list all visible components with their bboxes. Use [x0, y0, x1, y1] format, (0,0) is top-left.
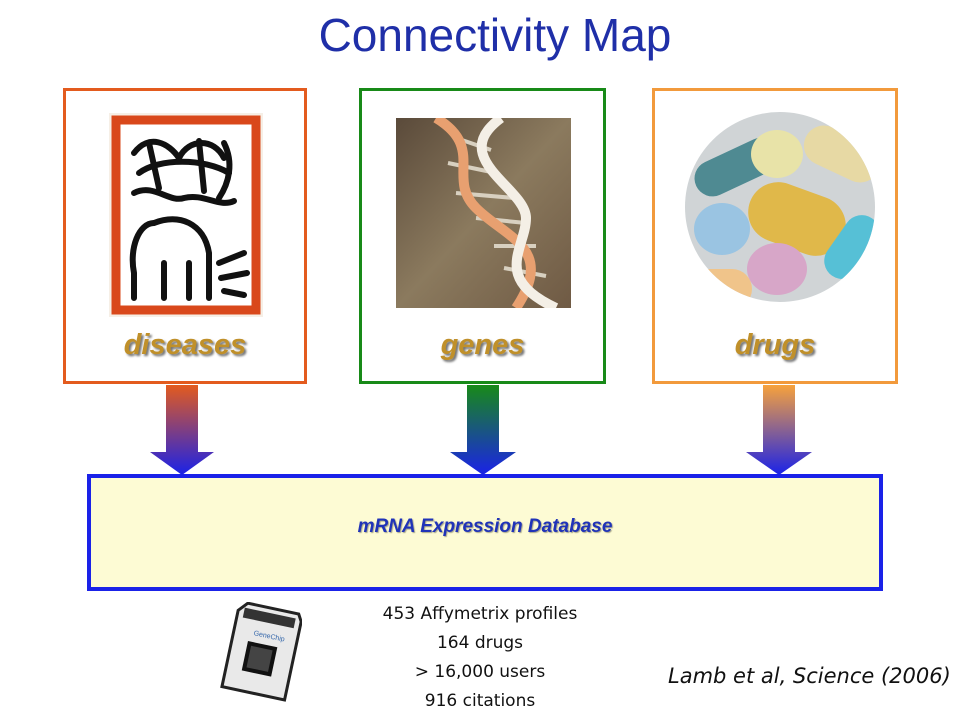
stats-list: 453 Affymetrix profiles 164 drugs > 16,0… [330, 600, 630, 716]
diseases-arrow [150, 385, 214, 475]
drugs-label: drugs [734, 329, 816, 361]
genechip-icon: GeneChip [220, 602, 302, 702]
diseases-panel: diseases [63, 88, 307, 384]
page-title: Connectivity Map [318, 9, 672, 61]
drugs-panel: drugs [652, 88, 898, 384]
citation: Lamb et al, Science (2006) [668, 664, 951, 688]
mrna-database-box: mRNA Expression Database [87, 474, 883, 591]
stat-citations: 916 citations [424, 691, 536, 711]
genes-arrow [450, 385, 516, 475]
stat-users: > 16,000 users [414, 662, 546, 682]
stat-profiles: 453 Affymetrix profiles [382, 604, 578, 624]
stat-drugs: 164 drugs [436, 633, 524, 653]
pills-icon [685, 112, 875, 302]
diseases-label: diseases [123, 329, 247, 361]
keith-haring-artwork-icon [109, 113, 263, 317]
drugs-arrow [746, 385, 812, 475]
dna-helix-icon [396, 118, 571, 308]
genes-panel: genes [359, 88, 606, 384]
mrna-database-label: mRNA Expression Database [357, 516, 613, 537]
genes-label: genes [440, 329, 525, 361]
